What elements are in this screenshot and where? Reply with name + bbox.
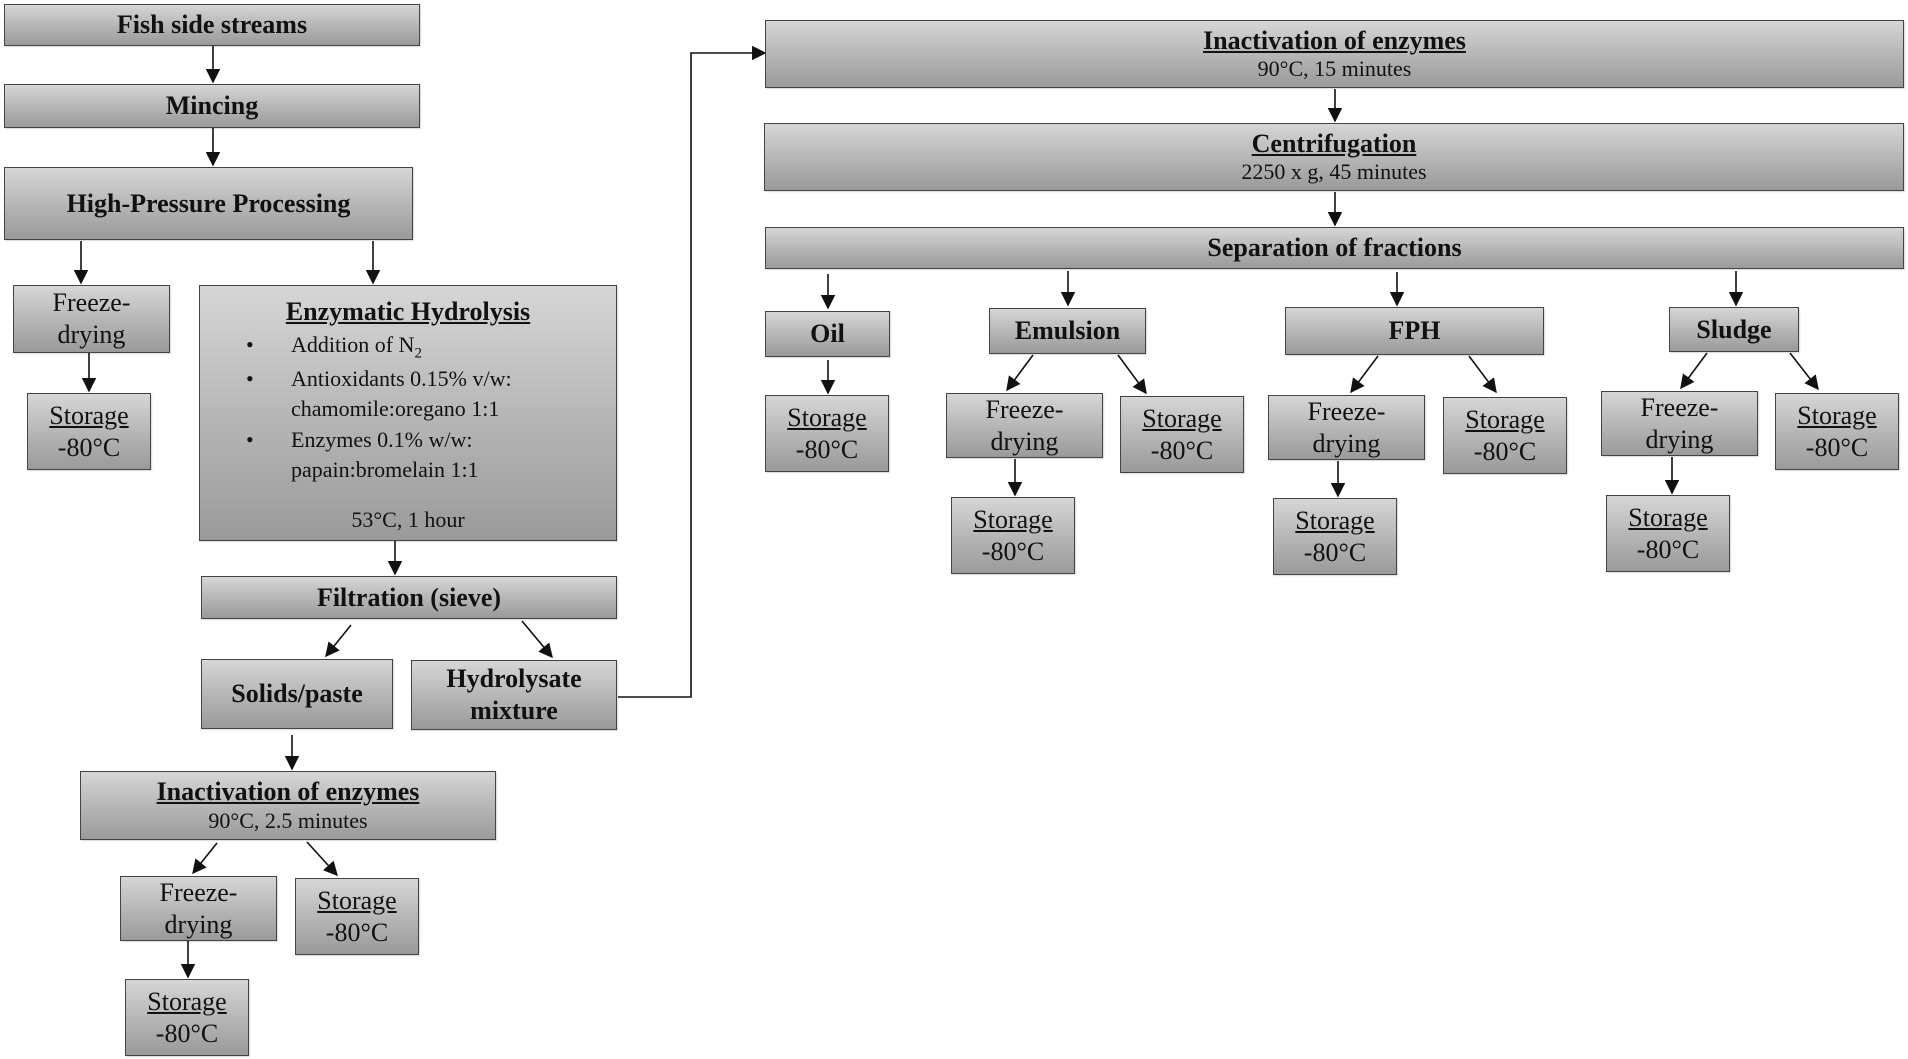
box-inactivation-right: Inactivation of enzymes 90°C, 15 minutes (765, 20, 1904, 88)
freeze-drying-label: Freeze- drying (985, 394, 1064, 456)
arrow-fph-to-storage (1468, 355, 1497, 394)
box-freeze-drying-left: Freeze- drying (13, 285, 170, 353)
box-storage-fph-direct: Storage -80°C (1443, 397, 1567, 474)
enzymatic-condition: 53°C, 1 hour (351, 507, 465, 533)
box-separation-of-fractions: Separation of fractions (765, 227, 1904, 269)
storage-temp: -80°C (155, 1018, 219, 1048)
storage-title: Storage (1295, 505, 1375, 535)
separation-label: Separation of fractions (1207, 233, 1462, 263)
bullet-nitrogen: Addition of N2 (246, 330, 606, 364)
arrow-fph-to-freeze (1350, 355, 1379, 394)
bullet-enzymes: Enzymes 0.1% w/w: papain:bromelain 1:1 (246, 425, 606, 486)
box-oil: Oil (765, 311, 890, 357)
emulsion-label: Emulsion (1014, 316, 1121, 346)
storage-temp: -80°C (1473, 436, 1537, 466)
storage-temp: -80°C (981, 536, 1045, 566)
bullet-antioxidants-text: Antioxidants 0.15% v/w: chamomile:oregan… (291, 365, 512, 422)
storage-title: Storage (1142, 403, 1222, 433)
storage-title: Storage (1628, 502, 1708, 532)
solids-paste-label: Solids/paste (231, 679, 363, 709)
box-storage-emulsion-after: Storage -80°C (951, 497, 1075, 574)
box-storage-solids-a: Storage -80°C (295, 878, 419, 955)
storage-title: Storage (1465, 404, 1545, 434)
box-centrifugation: Centrifugation 2250 x g, 45 minutes (764, 123, 1904, 191)
box-storage-fph-after: Storage -80°C (1273, 498, 1397, 575)
box-storage-oil: Storage -80°C (765, 395, 889, 472)
hydrolysate-mixture-label: Hydrolysate mixture (446, 664, 582, 725)
oil-label: Oil (810, 319, 845, 349)
arrow-filtration-to-solids (325, 624, 352, 658)
arrow-inactivation-to-freeze (192, 842, 218, 875)
arrow-emulsion-to-freeze (1006, 354, 1034, 392)
bullet-antioxidants: Antioxidants 0.15% v/w: chamomile:oregan… (246, 364, 606, 425)
storage-temp: -80°C (325, 917, 389, 947)
storage-temp: -80°C (1805, 432, 1869, 462)
box-enzymatic-hydrolysis: Enzymatic Hydrolysis Addition of N2 Anti… (199, 285, 617, 541)
box-fish-side-streams: Fish side streams (4, 4, 420, 46)
centrifugation-condition: 2250 x g, 45 minutes (1241, 159, 1427, 185)
inactivation-left-title: Inactivation of enzymes (156, 777, 420, 807)
box-filtration: Filtration (sieve) (201, 576, 617, 619)
arrow-emulsion-to-storage (1117, 354, 1147, 395)
inactivation-right-title: Inactivation of enzymes (1203, 25, 1466, 55)
arrow-sludge-to-storage (1789, 352, 1819, 391)
storage-temp: -80°C (57, 432, 121, 462)
box-sludge: Sludge (1669, 307, 1799, 352)
arrow-inactivation-to-storage (306, 841, 338, 877)
inactivation-right-condition: 90°C, 15 minutes (1257, 56, 1412, 82)
box-storage-sludge-after: Storage -80°C (1606, 495, 1730, 572)
box-high-pressure-processing: High-Pressure Processing (4, 167, 413, 240)
box-freeze-drying-solids: Freeze- drying (120, 876, 277, 941)
storage-title: Storage (1797, 400, 1877, 430)
box-storage-emulsion-direct: Storage -80°C (1120, 396, 1244, 473)
box-emulsion: Emulsion (989, 308, 1146, 354)
box-freeze-drying-fph: Freeze- drying (1268, 395, 1425, 460)
centrifugation-title: Centrifugation (1251, 128, 1417, 158)
box-freeze-drying-emulsion: Freeze- drying (946, 393, 1103, 458)
arrow-hydrolysate-to-inactivation (618, 45, 767, 698)
storage-title: Storage (973, 504, 1053, 534)
box-storage-left: Storage -80°C (27, 393, 151, 470)
storage-title: Storage (147, 986, 227, 1016)
bullet-enzymes-text: Enzymes 0.1% w/w: papain:bromelain 1:1 (291, 426, 479, 482)
filtration-label: Filtration (sieve) (316, 582, 502, 612)
box-freeze-drying-sludge: Freeze- drying (1601, 391, 1758, 456)
box-storage-solids-b: Storage -80°C (125, 979, 249, 1056)
freeze-drying-label: Freeze- drying (52, 288, 131, 349)
arrow-filtration-to-hydrolysate (521, 620, 553, 659)
box-storage-sludge-direct: Storage -80°C (1775, 393, 1899, 470)
freeze-drying-label: Freeze- drying (159, 877, 238, 939)
fph-label: FPH (1388, 316, 1441, 346)
nitrogen-subscript: 2 (414, 345, 422, 362)
arrow-sludge-to-freeze (1680, 352, 1708, 390)
box-mincing: Mincing (4, 84, 420, 128)
box-solids-paste: Solids/paste (201, 659, 393, 729)
inactivation-left-condition: 90°C, 2.5 minutes (208, 807, 368, 833)
storage-temp: -80°C (1150, 435, 1214, 465)
bullet-nitrogen-text: Addition of N (291, 331, 415, 357)
fish-side-streams-label: Fish side streams (116, 10, 308, 40)
enzymatic-conditions-list: Addition of N2 Antioxidants 0.15% v/w: c… (200, 330, 616, 486)
mincing-label: Mincing (165, 91, 259, 121)
freeze-drying-label: Freeze- drying (1640, 392, 1719, 454)
enzymatic-hydrolysis-title: Enzymatic Hydrolysis (285, 297, 531, 326)
hpp-label: High-Pressure Processing (66, 188, 351, 218)
box-inactivation-left: Inactivation of enzymes 90°C, 2.5 minute… (80, 771, 496, 840)
box-fph: FPH (1285, 307, 1544, 355)
box-hydrolysate-mixture: Hydrolysate mixture (411, 660, 617, 730)
storage-title: Storage (317, 885, 397, 915)
storage-title: Storage (787, 402, 867, 432)
storage-temp: -80°C (1636, 534, 1700, 564)
storage-title: Storage (49, 400, 129, 430)
sludge-label: Sludge (1696, 314, 1772, 344)
freeze-drying-label: Freeze- drying (1307, 396, 1386, 458)
storage-temp: -80°C (1303, 537, 1367, 567)
storage-temp: -80°C (795, 434, 859, 464)
